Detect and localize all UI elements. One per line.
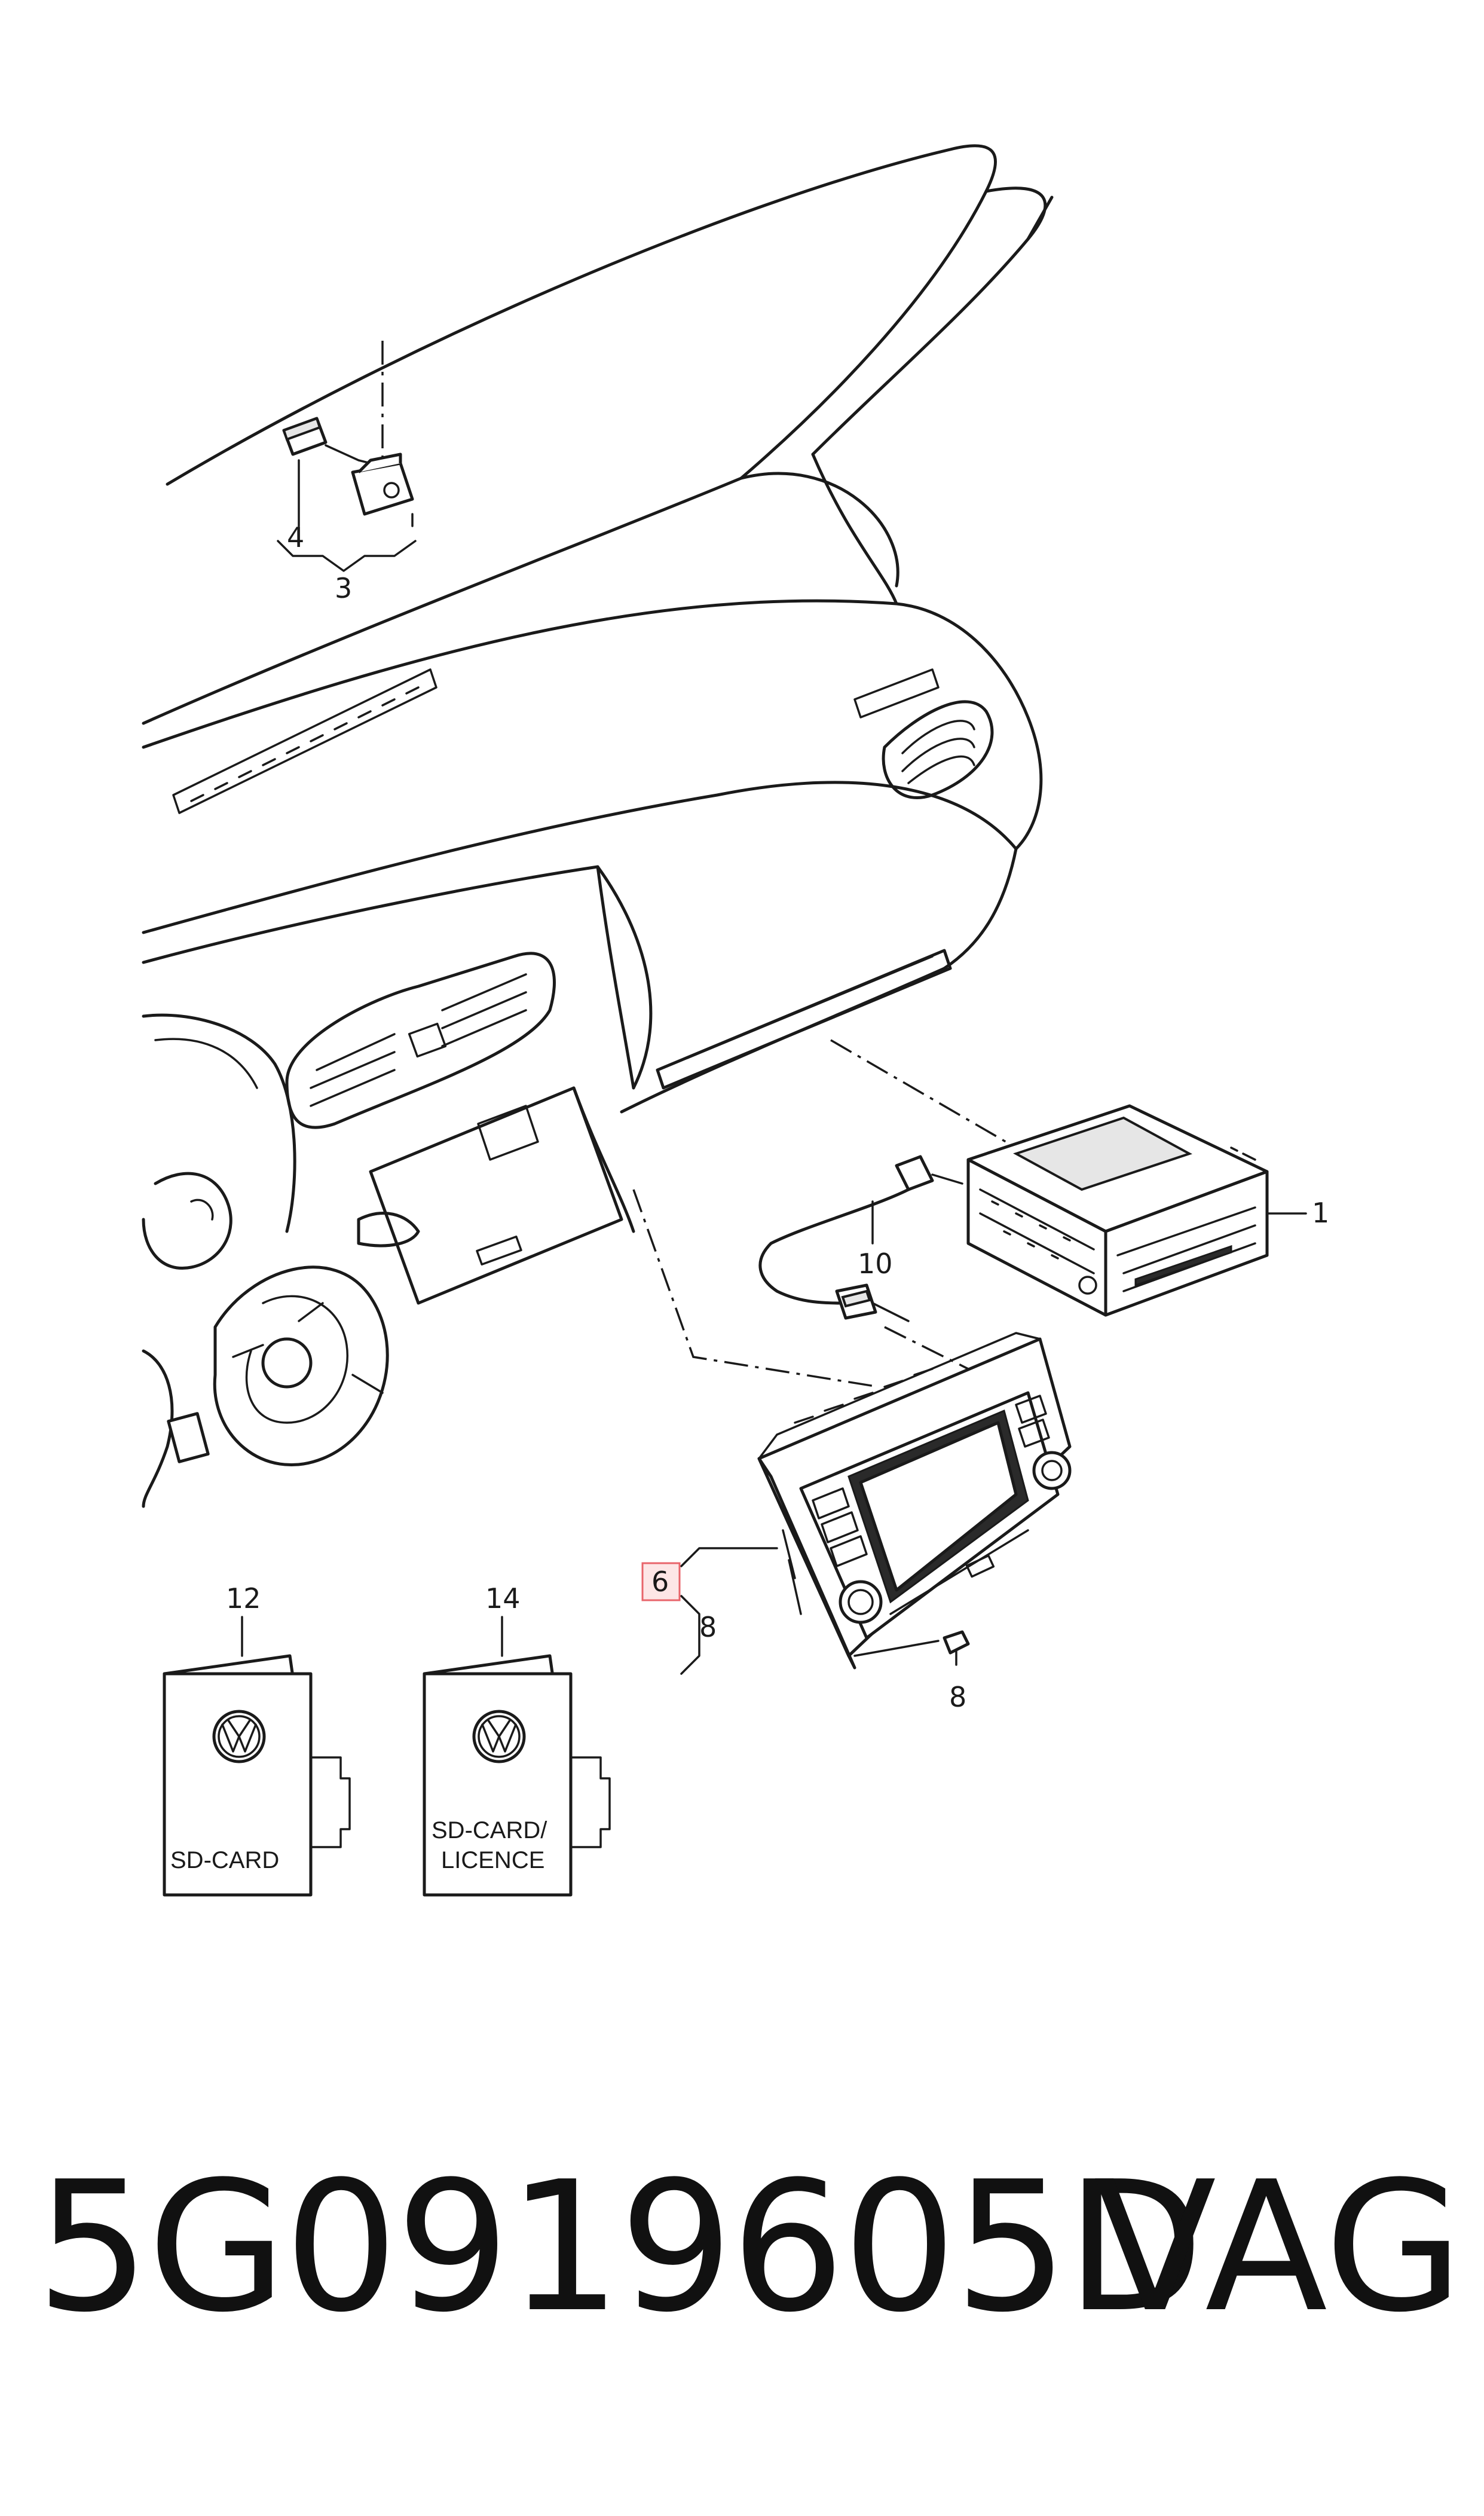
callout-1: 1 — [1312, 1197, 1329, 1229]
exploded-parts-diagram: 1 3 4 6 8 8 10 12 14 SD-CARD SD-CARD/ LI… — [142, 144, 1329, 1897]
callout-3: 3 — [335, 572, 352, 604]
footer: 5G0919605D VAG — [0, 2122, 1484, 2373]
part-3-4-connector-assembly — [277, 341, 417, 572]
callout-6: 6 — [651, 1566, 669, 1598]
brand-label: VAG — [1094, 2143, 1464, 2352]
callout-14: 14 — [485, 1582, 521, 1615]
dashboard-outline — [142, 144, 1054, 1508]
booklet-12 — [163, 1616, 351, 1897]
callout-12: 12 — [226, 1582, 261, 1615]
booklet-14-label-line2: LICENCE — [441, 1847, 544, 1873]
callout-10: 10 — [858, 1248, 893, 1280]
callout-6-8-bracket — [680, 1547, 778, 1675]
booklet-14 — [423, 1616, 611, 1897]
part-number: 5G0919605D — [36, 2143, 1204, 2352]
callout-8-bracket: 8 — [699, 1611, 717, 1643]
callout-4: 4 — [287, 521, 304, 554]
callout-6-highlight — [641, 1562, 681, 1601]
part-10-antenna-cable — [758, 1155, 969, 1370]
part-6-head-unit — [632, 1189, 1072, 1670]
callout-8-clip: 8 — [949, 1681, 966, 1713]
booklet-14-label-line1: SD-CARD/ — [432, 1817, 547, 1844]
part-1-radio-unit — [830, 1039, 1307, 1317]
booklet-12-label: SD-CARD — [170, 1847, 279, 1873]
